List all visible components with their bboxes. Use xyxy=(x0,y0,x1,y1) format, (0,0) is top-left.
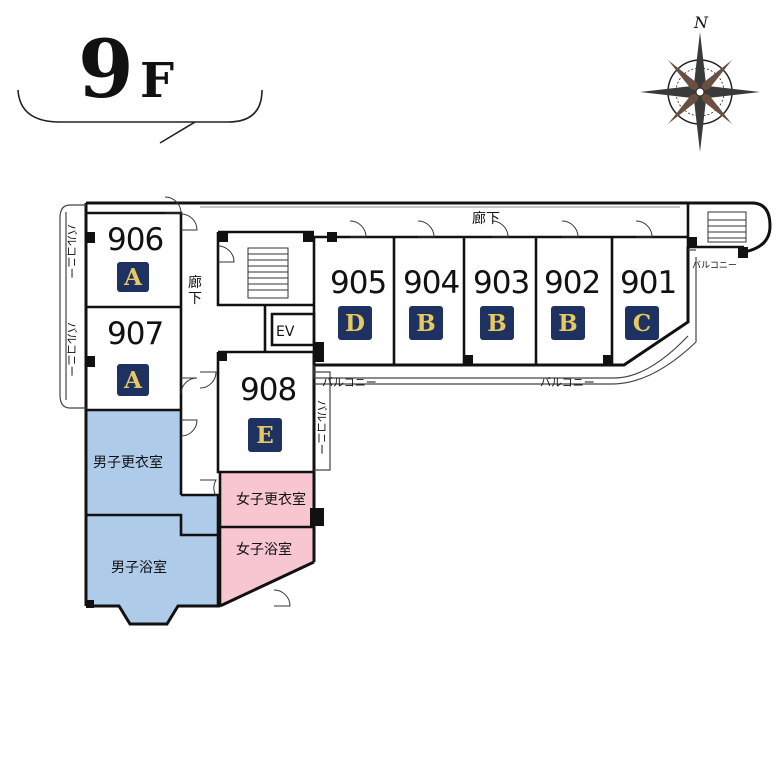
room-902[interactable]: 902 B xyxy=(544,265,601,340)
room-type-badge-908 xyxy=(248,418,282,452)
room-906[interactable]: 906 A xyxy=(107,222,164,292)
womens-changing-room xyxy=(220,472,314,527)
room-904[interactable]: 904 B xyxy=(403,265,460,340)
room-number-905: 905 xyxy=(330,265,386,301)
title-underline xyxy=(17,89,263,144)
floor-title: 9 F xyxy=(17,22,263,144)
floor-unit: F xyxy=(140,53,174,109)
mens-passage xyxy=(181,495,219,535)
room-903[interactable]: 903 B xyxy=(473,265,530,340)
room-number-902: 902 xyxy=(544,265,600,301)
room-number-904: 904 xyxy=(403,265,459,301)
corridor-label-left-1: 廊 xyxy=(188,274,202,291)
room-type-badge-907 xyxy=(117,364,149,396)
room-type-badge-901 xyxy=(625,306,659,340)
womens-bath xyxy=(220,527,314,606)
mens-bath xyxy=(86,515,218,624)
room-type-badge-903 xyxy=(480,306,514,340)
room-type-letter-902: B xyxy=(558,310,577,337)
womens-changing-label: 女子更衣室 xyxy=(236,491,306,508)
room-908[interactable]: 908 E xyxy=(240,372,297,452)
corridor-label-left-2: 下 xyxy=(188,291,202,307)
compass-north-label: N xyxy=(693,13,709,32)
corridor-label-top: 廊下 xyxy=(472,210,500,227)
room-type-badge-904 xyxy=(409,306,443,340)
room-number-906: 906 xyxy=(107,222,163,258)
room-type-letter-908: E xyxy=(256,422,274,449)
balcony-label-902: バルコニー xyxy=(540,376,595,389)
room-number-907: 907 xyxy=(107,316,163,352)
mens-changing-label: 男子更衣室 xyxy=(93,454,163,471)
room-type-letter-907: A xyxy=(123,367,143,394)
room-901[interactable]: 901 C xyxy=(620,265,677,340)
room-907[interactable]: 907 A xyxy=(107,316,164,396)
mens-bath-label: 男子浴室 xyxy=(111,559,167,576)
balcony-outlines xyxy=(59,204,697,471)
balcony-label-906: バルコニー xyxy=(65,224,78,279)
elevator-label: EV xyxy=(276,324,295,340)
womens-bath-label: 女子浴室 xyxy=(236,541,292,558)
compass-rose-icon: N xyxy=(640,13,760,152)
room-905[interactable]: 905 D xyxy=(330,265,387,340)
stairs xyxy=(247,211,747,299)
room-number-903: 903 xyxy=(473,265,529,301)
room-number-901: 901 xyxy=(620,265,676,301)
columns xyxy=(86,232,748,608)
room-type-badge-906 xyxy=(117,262,149,292)
doors xyxy=(164,196,653,607)
room-type-letter-905: D xyxy=(345,310,365,337)
balcony-label-908: バルコニー xyxy=(315,400,328,455)
room-type-letter-904: B xyxy=(416,310,435,337)
balcony-label-905: バルコニー xyxy=(322,376,377,389)
balcony-label-901: バルコニー xyxy=(692,260,737,271)
room-type-badge-905 xyxy=(338,306,372,340)
room-type-letter-903: B xyxy=(487,310,506,337)
floor-number: 9 xyxy=(78,22,134,116)
mens-changing-room xyxy=(86,410,181,515)
room-type-letter-906: A xyxy=(123,264,143,291)
balcony-label-907: バルコニー xyxy=(65,322,78,377)
interior-walls xyxy=(86,203,744,606)
room-type-letter-901: C xyxy=(633,310,651,337)
room-type-badge-902 xyxy=(551,306,585,340)
room-number-908: 908 xyxy=(240,372,296,408)
